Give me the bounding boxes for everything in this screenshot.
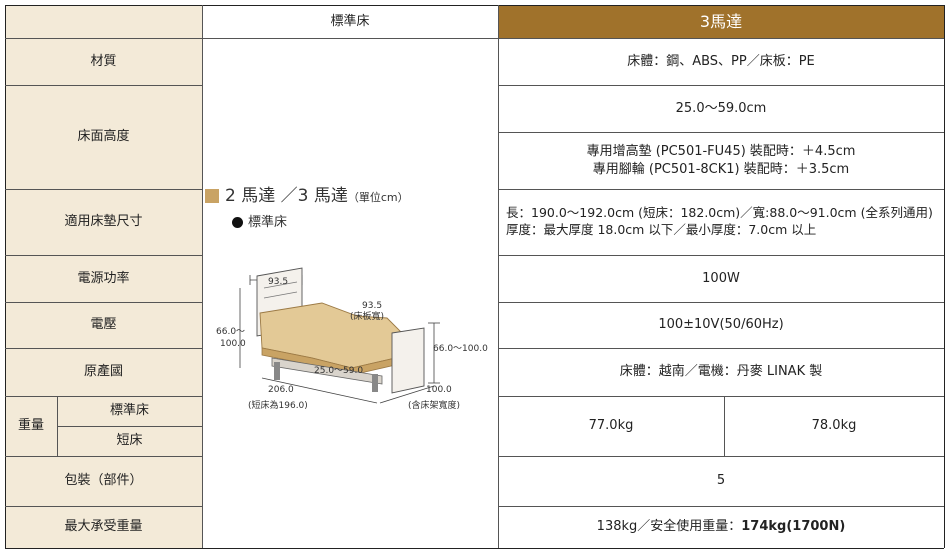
value-power: 100W xyxy=(498,255,944,302)
diagram-height-right: 66.0～100.0 xyxy=(433,344,488,354)
label-max-load: 最大承受重量 xyxy=(5,506,202,548)
value-origin: 床體：越南／電機：丹麥 LINAK 製 xyxy=(498,348,944,396)
legend-dot-icon xyxy=(232,217,243,228)
value-max-load-prefix: 138kg／安全使用重量： xyxy=(596,519,742,535)
header-3-motor: 3馬達 xyxy=(498,5,944,38)
legend-unit: （單位cm） xyxy=(347,191,409,204)
legend-title: 2 馬達 ／3 馬達 xyxy=(225,186,348,206)
label-weight-short: 短床 xyxy=(57,426,202,456)
diagram-width: 100.0 xyxy=(426,385,452,395)
label-weight-standard: 標準床 xyxy=(57,396,202,426)
value-weight-a: 77.0kg xyxy=(498,396,724,456)
value-max-load-bold: 174kg(1700N) xyxy=(741,519,846,535)
value-max-load: 138kg／安全使用重量：174kg(1700N) xyxy=(498,506,944,548)
legend-item: 標準床 xyxy=(248,215,288,230)
diagram-length-note: (短床為196.0) xyxy=(248,399,308,411)
diagram-length: 206.0 xyxy=(268,385,294,395)
header-standard-bed: 標準床 xyxy=(202,5,498,38)
value-mattress-length-width: 長：190.0～192.0cm (短床：182.0cm)／寬:88.0～91.0… xyxy=(506,205,933,221)
legend-motor: 2 馬達 ／3 馬達（單位cm） xyxy=(205,181,409,206)
diagram-height-left-2: 100.0 xyxy=(220,339,246,349)
diagram-height-left-1: 66.0～ xyxy=(216,327,245,337)
label-voltage: 電壓 xyxy=(5,302,202,348)
illustration-panel xyxy=(202,38,498,548)
diagram-board-note: (床板寬) xyxy=(350,310,384,322)
value-bed-height: 25.0～59.0cm xyxy=(498,85,944,132)
bed-diagram: 93.5 93.5 (床板寬) 66.0～ 100.0 66.0～100.0 2… xyxy=(216,267,488,411)
label-origin: 原產國 xyxy=(5,348,202,396)
value-weight-b: 78.0kg xyxy=(724,396,944,456)
label-power: 電源功率 xyxy=(5,255,202,302)
header-corner xyxy=(5,5,202,38)
label-mattress-size: 適用床墊尺寸 xyxy=(5,189,202,255)
diagram-bed-height: 25.0～59.0 xyxy=(314,366,363,376)
legend-standard-bed: 標準床 xyxy=(232,211,287,230)
diagram-width-note: (含床架寬度) xyxy=(408,399,460,411)
label-weight: 重量 xyxy=(5,396,57,456)
legend-square-icon xyxy=(205,189,219,203)
value-mattress-size: 長：190.0～192.0cm (短床：182.0cm)／寬:88.0～91.0… xyxy=(498,189,944,255)
value-voltage: 100±10V(50/60Hz) xyxy=(498,302,944,348)
value-material: 床體：鋼、ABS、PP／床板：PE xyxy=(498,38,944,85)
value-package: 5 xyxy=(498,456,944,506)
diagram-board-width: 93.5 xyxy=(362,301,382,311)
label-package: 包裝（部件） xyxy=(5,456,202,506)
value-height-riser: 專用增高墊 (PC501-FU45) 裝配時：＋4.5cm xyxy=(586,143,856,159)
value-mattress-thickness: 厚度：最大厚度 18.0cm 以下／最小厚度：7.0cm 以上 xyxy=(506,222,817,237)
value-height-accessories: 專用增高墊 (PC501-FU45) 裝配時：＋4.5cm 專用腳輪 (PC50… xyxy=(498,132,944,189)
diagram-head-width: 93.5 xyxy=(268,277,288,287)
label-bed-height: 床面高度 xyxy=(5,85,202,189)
label-material: 材質 xyxy=(5,38,202,85)
value-height-casters: 專用腳輪 (PC501-8CK1) 裝配時：＋3.5cm xyxy=(592,161,850,177)
